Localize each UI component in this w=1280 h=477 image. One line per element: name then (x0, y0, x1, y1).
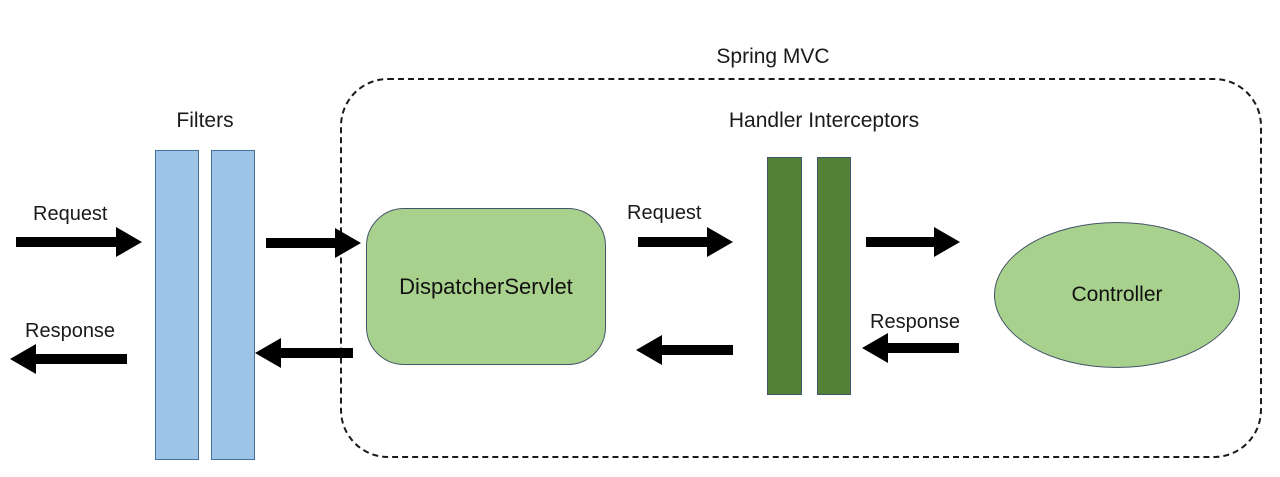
arrow-shaft (866, 237, 936, 247)
response-mid-label: Response (870, 311, 961, 333)
request-arrow-filters-to-dispatcher (266, 228, 361, 258)
filter-bar-2 (211, 150, 255, 460)
request-in-label: Request (33, 203, 108, 225)
arrow-head-left-icon (255, 338, 281, 368)
arrow-shaft (266, 238, 337, 248)
arrow-shaft (34, 354, 127, 364)
dispatcher-servlet-label: DispatcherServlet (399, 273, 573, 299)
spring-mvc-boundary-box (340, 78, 1262, 458)
filters-label: Filters (176, 109, 234, 132)
arrow-head-left-icon (862, 333, 888, 363)
controller-node: Controller (994, 222, 1240, 368)
diagram-title: Spring MVC (716, 45, 830, 68)
filter-bar-1 (155, 150, 199, 460)
request-arrow-into-filters (16, 227, 142, 257)
request-mid-label: Request (627, 202, 702, 224)
arrow-shaft (660, 345, 733, 355)
response-arrow-dispatcher-to-filters (255, 338, 353, 368)
arrow-shaft (279, 348, 353, 358)
arrow-head-right-icon (335, 228, 361, 258)
controller-label: Controller (1071, 283, 1163, 306)
arrow-head-left-icon (636, 335, 662, 365)
arrow-head-right-icon (934, 227, 960, 257)
request-arrow-interceptors-to-controller (866, 227, 960, 257)
dispatcher-servlet-node: DispatcherServlet (366, 208, 606, 365)
response-arrow-controller-to-interceptors (862, 333, 959, 363)
interceptor-bar-1 (767, 157, 802, 395)
response-arrow-out-of-filters (10, 344, 127, 374)
arrow-head-right-icon (116, 227, 142, 257)
arrow-shaft (638, 237, 709, 247)
response-arrow-interceptors-to-dispatcher (636, 335, 733, 365)
request-arrow-dispatcher-to-interceptors (638, 227, 733, 257)
arrow-shaft (16, 237, 118, 247)
arrow-head-right-icon (707, 227, 733, 257)
interceptor-bar-2 (817, 157, 851, 395)
arrow-shaft (886, 343, 959, 353)
handler-interceptors-label: Handler Interceptors (728, 109, 920, 132)
arrow-head-left-icon (10, 344, 36, 374)
response-out-label: Response (25, 320, 116, 342)
